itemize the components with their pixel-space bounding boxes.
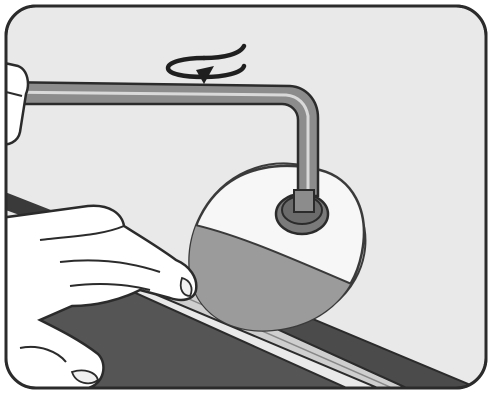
illustration-canvas — [0, 0, 492, 394]
illustration-panel — [0, 0, 492, 394]
